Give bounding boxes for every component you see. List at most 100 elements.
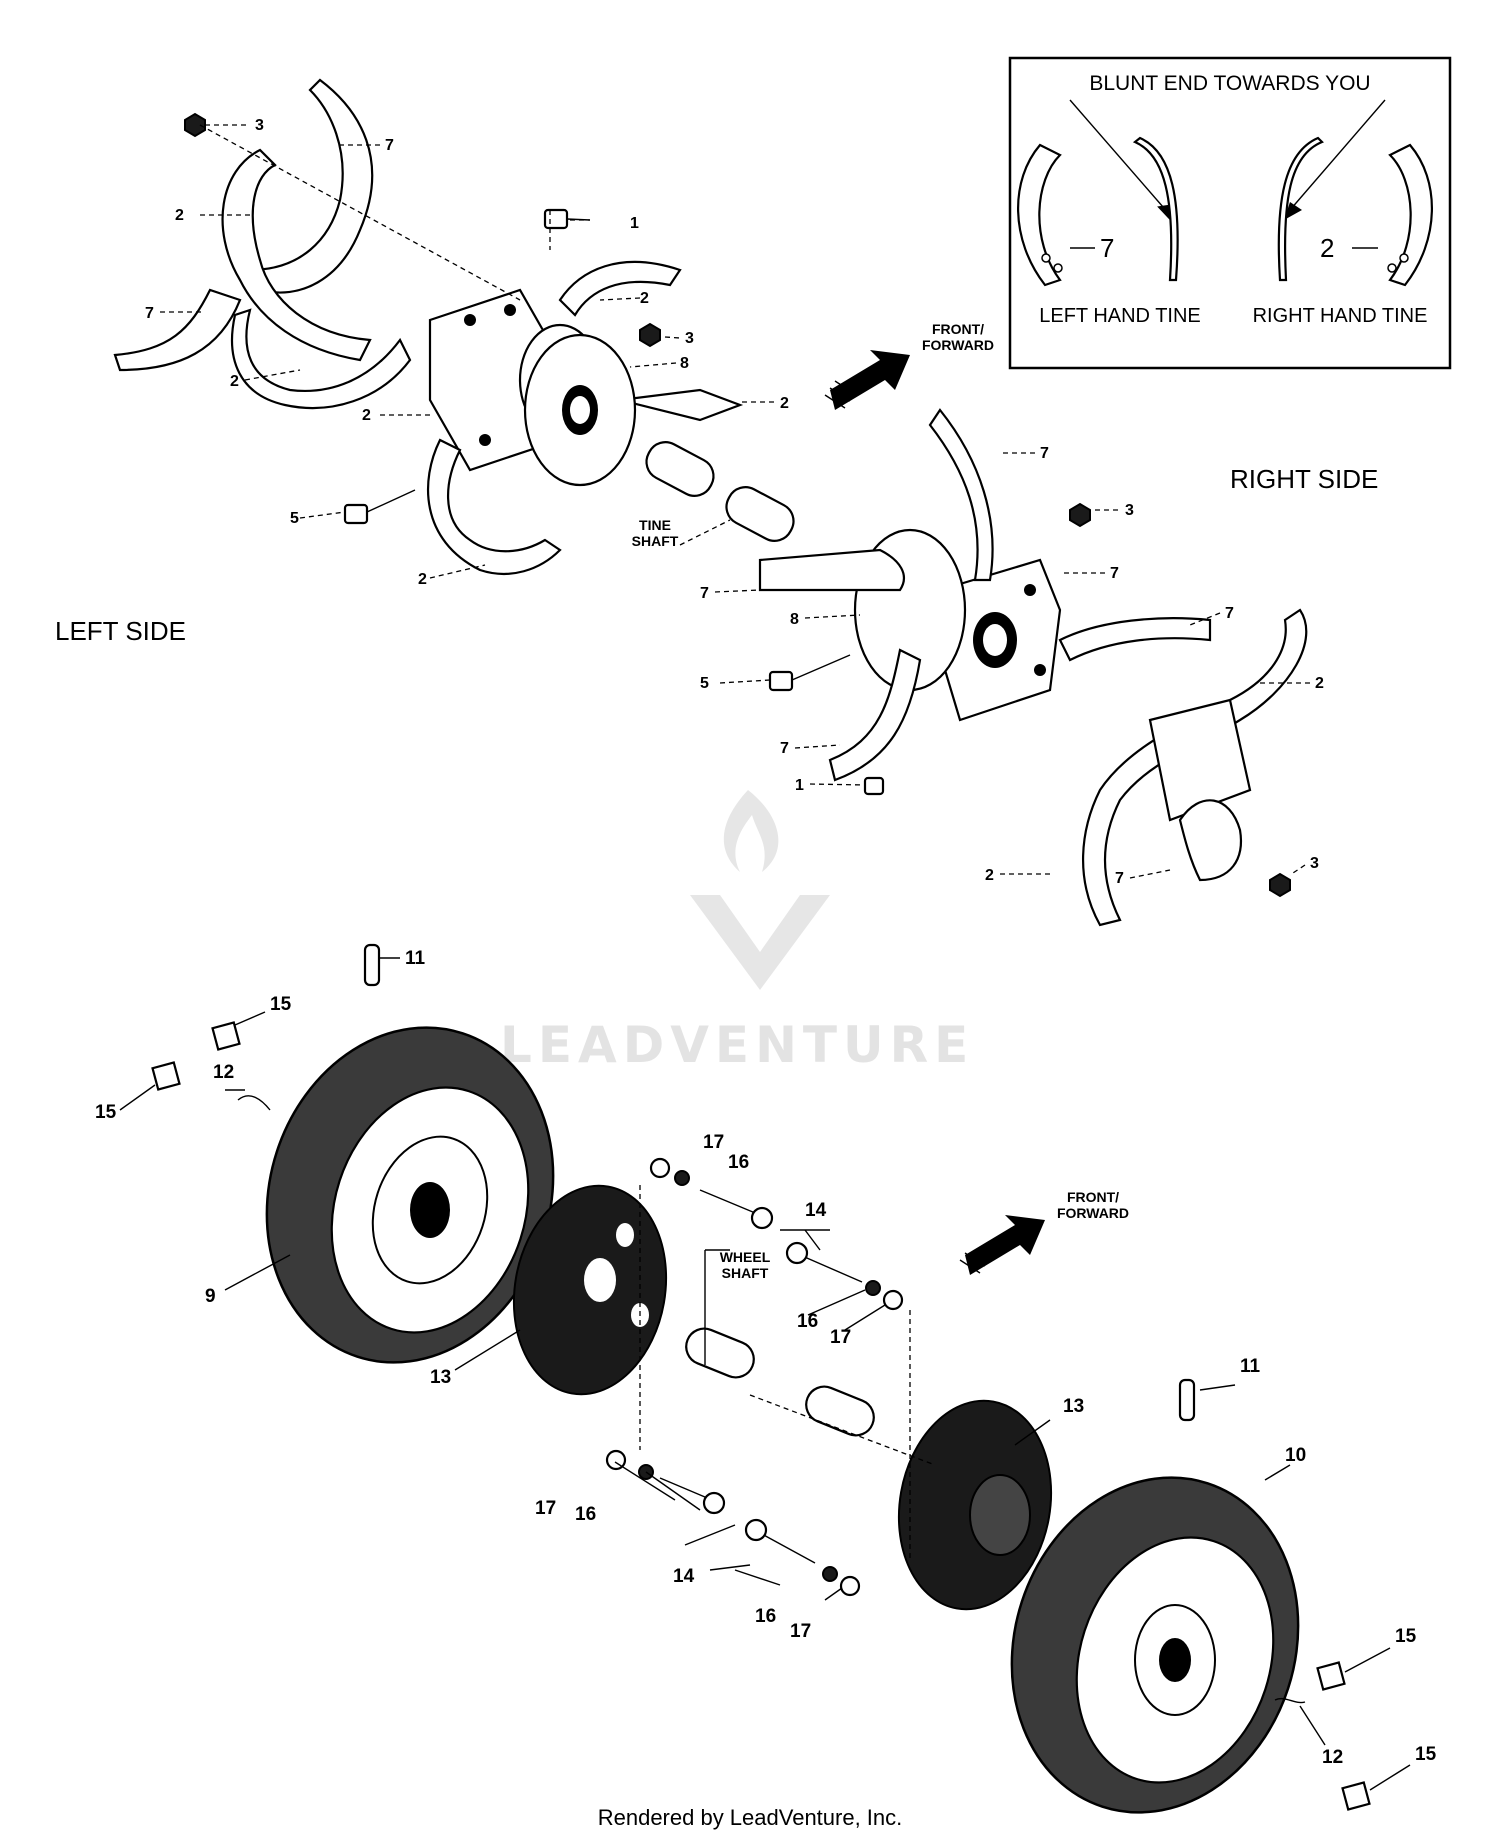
callout-13: 13 [1063,1396,1084,1417]
square-nut-15-c[interactable] [1316,1661,1346,1691]
left-tine-assembly [113,78,800,579]
tine-part-7-right-outer[interactable] [1178,799,1243,882]
callout-8: 8 [680,355,689,372]
right-hand-tine-blunt-end [1277,136,1324,282]
nut-3-right-bottom[interactable] [1269,872,1291,898]
callout-11: 11 [405,948,426,969]
callout-8: 8 [790,611,799,628]
tine-part-7-right-top[interactable] [928,408,994,582]
callout-15: 15 [95,1102,117,1123]
callout-5: 5 [290,510,299,527]
tine-part-7-right-left[interactable] [758,548,906,592]
bolt-14-a[interactable] [699,1189,761,1216]
tine-part-2-lower-left[interactable] [231,308,412,410]
washer-17-a[interactable] [649,1157,671,1179]
callout-17: 17 [790,1621,811,1642]
lockwasher-16-a[interactable] [674,1170,690,1186]
lockwasher-16-d[interactable] [822,1566,838,1582]
callout-2: 2 [175,207,184,224]
callout-7: 7 [1225,605,1234,622]
left-side-label: LEFT SIDE [55,616,186,646]
washer-17-b[interactable] [882,1289,904,1311]
square-nut-15-b[interactable] [151,1061,181,1091]
front-label-top: FRONT/ [932,321,984,337]
lockwasher-16-b[interactable] [865,1280,881,1296]
wheel-assembly [119,943,1411,1814]
nut-3-left-top[interactable] [184,112,206,138]
callout-7: 7 [780,740,789,757]
tine-part-2-inner-top[interactable] [558,260,682,317]
pin-11-left[interactable] [363,943,381,987]
callout-14: 14 [673,1566,695,1587]
inset-left-caption: LEFT HAND TINE [1039,305,1201,327]
square-nut-15-a[interactable] [211,1021,241,1051]
callout-15: 15 [1395,1626,1417,1647]
bolt-1-left-head[interactable] [543,208,569,230]
callout-2: 2 [230,373,239,390]
right-hand-tine-icon [1388,143,1433,287]
bolt-5-right-head[interactable] [768,670,794,692]
callout-2: 2 [985,867,994,884]
nut-3-left-hub[interactable] [639,322,661,348]
tine-part-7-right-mid[interactable] [1058,617,1212,662]
bolt-14-c[interactable] [659,1477,713,1501]
callout-10: 10 [1285,1445,1306,1466]
tine-part-7-lower-left[interactable] [113,288,242,372]
wheel-shaft-label-line2: SHAFT [722,1265,769,1281]
clip-12-right[interactable] [1274,1697,1306,1704]
callout-3: 3 [255,117,264,134]
callout-9: 9 [205,1286,216,1307]
callout-3: 3 [1310,855,1319,872]
callout-16: 16 [728,1152,749,1173]
callout-12: 12 [1322,1747,1343,1768]
right-tine-assembly [714,408,1310,927]
left-hand-tine-blunt-end [1132,136,1179,282]
inset-heading: BLUNT END TOWARDS YOU [1089,72,1370,95]
callout-numbers: 3 7 1 2 2 3 7 2 8 2 2 5 2 7 3 7 7 7 8 5 … [95,117,1437,1768]
callout-17: 17 [535,1498,556,1519]
callout-7: 7 [1110,565,1119,582]
callout-15: 15 [270,994,292,1015]
tine-shaft-section-2[interactable] [720,481,800,547]
tine-part-2-lower-hub[interactable] [426,438,562,575]
tine-part-7-right-lower[interactable] [828,648,922,782]
nut-3-right-top[interactable] [1069,502,1091,528]
callout-2: 2 [780,395,789,412]
tine-part-2-upper-left[interactable] [221,148,372,362]
tine-shaft-section-1[interactable] [640,436,720,502]
forward-label-bottom: FORWARD [1057,1205,1129,1221]
bolt-5-left-head[interactable] [343,503,369,525]
front-forward-arrow-top: FRONT/ FORWARD [824,321,994,410]
washer-17-c[interactable] [605,1449,627,1471]
pin-11-right[interactable] [1178,1378,1196,1422]
tine-shaft-label-line1: TINE [639,517,671,533]
callout-12: 12 [213,1062,234,1083]
tine-part-2-inner-right[interactable] [619,388,744,422]
callout-14: 14 [805,1200,827,1221]
callout-3: 3 [1125,502,1134,519]
right-side-label: RIGHT SIDE [1230,464,1378,494]
bolt-1-right-head[interactable] [863,776,885,796]
callout-15: 15 [1415,1744,1437,1765]
front-label-bottom: FRONT/ [1067,1189,1119,1205]
callout-16: 16 [755,1606,776,1627]
callout-2: 2 [362,407,371,424]
callout-1: 1 [795,777,804,794]
bolt-14-d[interactable] [759,1532,816,1564]
callout-7: 7 [145,305,154,322]
right-outer-flange[interactable] [1148,698,1252,822]
washer-17-d[interactable] [839,1575,861,1597]
inset-right-number: 2 [1320,233,1334,263]
watermark-text: LEADVENTURE [500,1016,974,1074]
wheel-shaft-section-1[interactable] [681,1323,759,1383]
square-nut-15-d[interactable] [1341,1781,1371,1811]
tine-shaft-label-line2: SHAFT [632,533,679,549]
callout-5: 5 [700,675,709,692]
bolt-14-b[interactable] [799,1254,863,1283]
callout-17: 17 [830,1327,851,1348]
clip-12-left[interactable] [237,1095,271,1111]
callout-2: 2 [418,571,427,588]
front-forward-arrow-bottom: FRONT/ FORWARD [959,1189,1129,1275]
wheel-shaft-section-2[interactable] [801,1381,879,1441]
callout-7: 7 [1040,445,1049,462]
